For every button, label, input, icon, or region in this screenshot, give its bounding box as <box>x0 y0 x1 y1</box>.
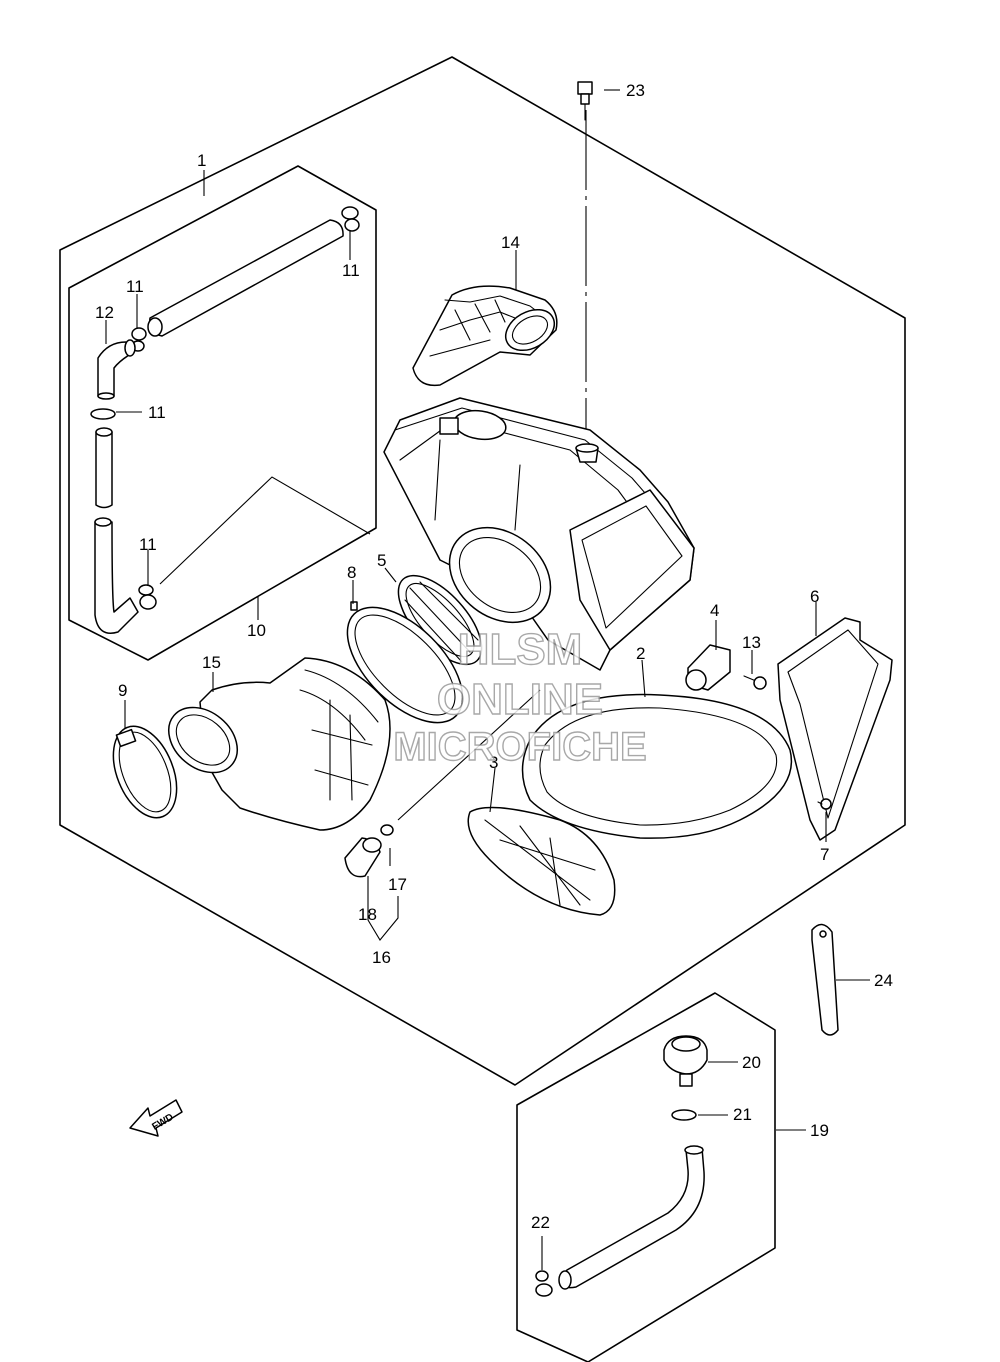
drain-group-outline <box>516 992 776 1362</box>
filter-element-3 <box>467 806 616 916</box>
hose-group-outline <box>68 165 377 661</box>
screw-13 <box>743 675 767 690</box>
callout-13: 13 <box>742 633 761 652</box>
screw-7 <box>817 798 832 810</box>
callout-4: 4 <box>710 601 719 620</box>
callout-23: 23 <box>626 81 645 100</box>
short-hose <box>95 427 113 509</box>
clamp-21 <box>671 1109 697 1121</box>
clip-17 <box>380 824 394 836</box>
callout-14: 14 <box>501 233 520 252</box>
callout-24: 24 <box>874 971 893 990</box>
clamp-11-top <box>341 206 360 232</box>
drain-plug-20 <box>663 1035 708 1087</box>
callout-11-lower: 11 <box>139 535 157 554</box>
callout-15: 15 <box>202 653 221 672</box>
callout-9: 9 <box>118 681 127 700</box>
callout-2: 2 <box>636 644 645 663</box>
callout-19: 19 <box>810 1121 829 1140</box>
watermark-line-3: MICROFICHE <box>393 725 646 769</box>
elbow-joint-12 <box>97 339 136 400</box>
bent-hose <box>94 517 139 634</box>
callout-12: 12 <box>95 303 114 322</box>
element-frame-2 <box>521 693 793 839</box>
fwd-arrow: FWD <box>129 1099 183 1137</box>
callout-16: 16 <box>372 948 391 967</box>
band-clamp-9 <box>112 725 178 819</box>
clamp-22 <box>535 1270 553 1297</box>
funnel-15 <box>168 657 391 831</box>
callout-18: 18 <box>358 905 377 924</box>
fastener-4 <box>685 644 731 691</box>
watermark: HLSM ONLINE MICROFICHE <box>393 624 648 769</box>
callout-7: 7 <box>820 845 829 864</box>
inlet-duct-14 <box>412 285 558 387</box>
callout-6: 6 <box>810 587 819 606</box>
bolt-23 <box>577 81 593 121</box>
ring-8 <box>346 601 464 724</box>
callout-17: 17 <box>388 875 407 894</box>
long-hose <box>147 219 344 337</box>
callout-21: 21 <box>733 1105 752 1124</box>
callout-labels: 1 2 3 4 5 6 7 8 9 10 11 11 11 11 12 13 1… <box>95 81 893 1232</box>
callout-11-top: 11 <box>342 261 360 280</box>
leader-lines <box>105 89 870 1270</box>
callout-8: 8 <box>347 563 356 582</box>
watermark-line-1: HLSM <box>458 625 583 674</box>
assembly-outline-main <box>59 56 906 1086</box>
cap-18 <box>344 837 382 878</box>
callout-5: 5 <box>377 551 386 570</box>
callout-22: 22 <box>531 1213 550 1232</box>
callout-11-middle: 11 <box>148 403 166 422</box>
callout-10: 10 <box>247 621 266 640</box>
air-cleaner-case <box>383 397 695 671</box>
callout-11-upper-left: 11 <box>126 277 144 296</box>
watermark-line-2: ONLINE <box>437 675 603 724</box>
clamp-11-mid <box>90 408 116 420</box>
cover-6 <box>777 617 893 841</box>
callout-1: 1 <box>197 151 206 170</box>
drain-hose <box>558 1145 705 1290</box>
callout-3: 3 <box>489 753 498 772</box>
clamp-11-bottom <box>138 584 157 610</box>
callout-20: 20 <box>742 1053 761 1072</box>
strap-24 <box>811 923 839 1036</box>
